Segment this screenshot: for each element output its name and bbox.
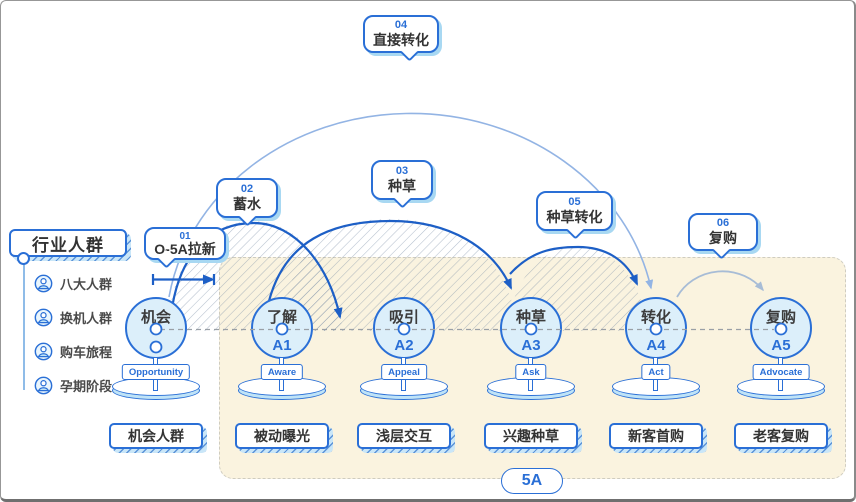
arc-collect-water bbox=[169, 221, 343, 319]
stage-circle-advocate: 复购 A5 bbox=[750, 297, 812, 359]
connector-circle bbox=[17, 252, 30, 265]
stage-sign-act: Act bbox=[641, 364, 671, 380]
stage-sign-opportunity: Opportunity bbox=[121, 364, 191, 380]
audience-item-label: 购车旅程 bbox=[60, 345, 113, 360]
stage-circle-aware: 了解 A1 bbox=[251, 297, 313, 359]
person-icon bbox=[34, 376, 53, 395]
stage-circle-opportunity: 机会 bbox=[125, 297, 187, 359]
audience-item: 八大人群 bbox=[34, 274, 112, 293]
stage-tag-appeal: 浅层交互 bbox=[357, 423, 455, 453]
stage-sign-aware: Aware bbox=[260, 364, 304, 380]
bubble-seeding-conversion: 05 种草转化 bbox=[536, 191, 616, 234]
bubble-repurchase: 06 复购 bbox=[688, 213, 761, 254]
stage-zh-label: 机会 bbox=[140, 309, 171, 326]
stage-sign-appeal: Appeal bbox=[381, 364, 427, 380]
person-icon bbox=[34, 274, 53, 293]
arc-seeding bbox=[267, 219, 513, 302]
stage-tag-opportunity: 机会人群 bbox=[109, 423, 207, 453]
stage-tag-advocate: 老客复购 bbox=[734, 423, 832, 453]
stage-code: A3 bbox=[521, 337, 541, 354]
stage-circle-ask: 种草 A3 bbox=[500, 297, 562, 359]
stage-code: A4 bbox=[646, 337, 666, 354]
stage-sign-ask: Ask bbox=[515, 364, 547, 380]
stage-circle-act: 转化 A4 bbox=[625, 297, 687, 359]
five-a-badge: 5A bbox=[501, 468, 563, 494]
audience-item-label: 孕期阶段 bbox=[60, 379, 113, 394]
stage-circle-appeal: 吸引 A2 bbox=[373, 297, 435, 359]
person-icon bbox=[34, 342, 53, 361]
industry-audience-label: 行业人群 bbox=[9, 229, 127, 257]
stage-code: A2 bbox=[394, 337, 414, 354]
industry-audience-title: 行业人群 bbox=[9, 229, 131, 261]
stage-sign-advocate: Advocate bbox=[752, 364, 810, 380]
audience-item-label: 换机人群 bbox=[60, 311, 113, 326]
bubble-collect-water: 02 蓄水 bbox=[216, 178, 281, 221]
stage-code: A5 bbox=[771, 337, 791, 354]
arc-repurchase bbox=[676, 270, 764, 298]
audience-item: 购车旅程 bbox=[34, 342, 112, 361]
left-panel-line bbox=[23, 264, 25, 390]
audience-item: 换机人群 bbox=[34, 308, 112, 327]
audience-item: 孕期阶段 bbox=[34, 376, 112, 395]
stage-tag-ask: 兴趣种草 bbox=[484, 423, 582, 453]
bubble-seeding: 03 种草 bbox=[371, 160, 436, 203]
person-icon bbox=[34, 308, 53, 327]
stage-code: A1 bbox=[272, 337, 292, 354]
stage-tag-aware: 被动曝光 bbox=[235, 423, 333, 453]
bubble-o5a-acquire: 01 O-5A拉新 bbox=[144, 227, 229, 263]
hatch-hump-seeding bbox=[281, 219, 519, 331]
range-arrowhead bbox=[203, 274, 215, 285]
stage-tag-act: 新客首购 bbox=[609, 423, 707, 453]
audience-item-label: 八大人群 bbox=[60, 277, 113, 292]
arc-seeding-conversion bbox=[509, 245, 639, 286]
bubble-direct-conversion: 04 直接转化 bbox=[363, 15, 442, 56]
